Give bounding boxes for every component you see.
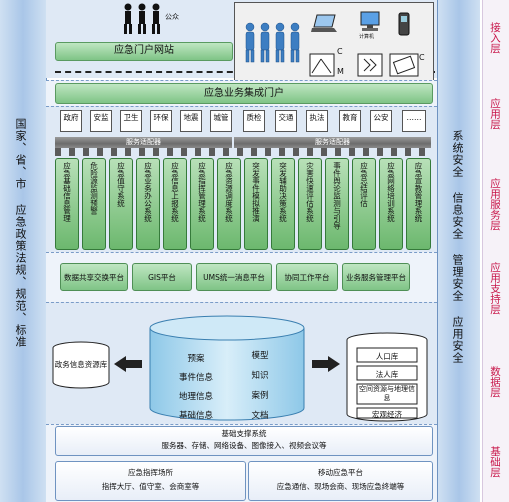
gov-resource-label: 政务信息资源库: [54, 360, 108, 369]
fax-device-icon: [309, 53, 335, 77]
separator-2: [46, 106, 437, 107]
db-event-info: 事件信息: [178, 373, 213, 383]
mobile-platform: 移动应急平台 应急通信、现场会商、现场应急终端等: [248, 461, 433, 501]
db-document: 文档: [251, 411, 269, 421]
access-devices-panel: 计算机 C M C: [234, 2, 434, 82]
service-basic-info: 应急基础信息管理: [55, 158, 79, 250]
service-adapter-right: 服务适配器: [234, 137, 431, 148]
data-store-stack-icon: [346, 332, 428, 422]
arrow-right-icon: [312, 356, 340, 372]
integration-portal: 应急业务集成门户: [55, 83, 433, 104]
separator-5: [46, 424, 437, 425]
public-label: 公众: [165, 13, 179, 21]
layer-column: 接入层 应用层 应用服务层 应用支持层 数据层 基础层: [482, 0, 509, 502]
layer-access: 接入层: [489, 22, 501, 54]
separator-4: [46, 302, 437, 303]
terminal-device-icon: [389, 53, 419, 77]
c2-label: C: [419, 53, 425, 62]
platform-ums: UMS统一消息平台: [196, 263, 272, 291]
system-education: 教育: [339, 110, 361, 132]
service-opinion: 事件舆论监测与引导: [325, 158, 349, 250]
emergency-portal-website: 应急门户网站: [55, 42, 233, 61]
staff-group-icon: [245, 22, 300, 63]
support-title: 基础支撑系统: [221, 429, 267, 438]
separator-1: [46, 80, 437, 81]
db-knowledge: 知识: [251, 371, 269, 381]
left-rail-policy: 国家、省、市 应急政策法规、规范、标准: [0, 0, 47, 502]
layer-app-support: 应用支持层: [489, 262, 501, 315]
db-right-list: 模型 知识 案例 文档: [240, 346, 280, 426]
system-earthquake: 地震: [180, 110, 202, 132]
c-label: C: [337, 47, 343, 56]
gov-resource-cylinder-icon: [52, 341, 110, 389]
store-spatial-geo: 空间资源与地理信息: [359, 385, 415, 402]
command-detail: 指挥大厅、值守室、会商室等: [101, 482, 200, 491]
service-resource-dispatch: 应急资源调度系统: [217, 158, 241, 250]
service-duty: 应急值守系统: [109, 158, 133, 250]
laptop-icon: [311, 14, 337, 32]
layer-application: 应用层: [489, 98, 501, 130]
db-left-list: 预案 事件信息 地理信息 基础信息: [168, 350, 224, 426]
db-plan: 预案: [187, 354, 205, 364]
service-report: 应急信息上报系统: [163, 158, 187, 250]
public-people-icon: [124, 3, 160, 34]
command-site: 应急指挥场所 指挥大厅、值守室、会商室等: [55, 461, 246, 501]
service-simulation: 突发事件模拟推演: [244, 158, 268, 250]
layer-infrastructure: 基础层: [489, 446, 501, 478]
layer-app-service: 应用服务层: [489, 178, 501, 231]
service-adapter-left: 服务适配器: [55, 137, 232, 148]
db-geo-info: 地理信息: [178, 392, 213, 402]
left-rail-label: 国家、省、市 应急政策法规、规范、标准: [14, 118, 27, 348]
system-traffic: 交通: [275, 110, 297, 132]
platform-gis: GIS平台: [132, 263, 192, 291]
service-command: 应急指挥管理系统: [190, 158, 214, 250]
mobile-detail: 应急通信、现场会商、现场应急终端等: [276, 482, 405, 491]
arrow-left-icon: [114, 356, 142, 372]
support-detail: 服务器、存储、网络设备、图像接入、视频会议等: [161, 441, 327, 450]
separator-3: [46, 252, 437, 253]
system-more: ……: [402, 110, 426, 132]
store-macro-economy: 宏观经济: [372, 410, 402, 419]
desktop-computer-icon: [360, 11, 380, 31]
right-rail-label: 系统安全 信息安全 管理安全 应用安全: [451, 130, 464, 364]
support-system: 基础支撑系统 服务器、存储、网络设备、图像接入、视频会议等: [55, 426, 433, 456]
mobile-title: 移动应急平台: [318, 468, 363, 477]
service-decision: 突发辅助决策系统: [271, 158, 295, 250]
computer-label: 计算机: [359, 34, 375, 40]
platform-collaboration: 协同工作平台: [276, 263, 338, 291]
system-safety: 安监: [90, 110, 112, 132]
service-training: 应急网络培训系统: [379, 158, 403, 250]
store-legal-person: 法人库: [375, 370, 399, 379]
system-environment: 环保: [150, 110, 172, 132]
service-education: 应急宣教管理系统: [406, 158, 431, 250]
services-row: 应急基础信息管理 危险源监测预警 应急值守系统 应急业务办公系统 应急信息上报系…: [55, 158, 431, 250]
system-government: 政府: [60, 110, 82, 132]
db-case: 案例: [251, 391, 269, 401]
system-urban: 城管: [210, 110, 232, 132]
forward-device-icon: [357, 53, 383, 77]
db-basic-info: 基础信息: [178, 411, 213, 421]
db-model: 模型: [251, 351, 269, 361]
service-office: 应急业务办公系统: [136, 158, 160, 250]
store-population: 人口库: [375, 352, 399, 361]
right-rail-security: 系统安全 信息安全 管理安全 应用安全: [437, 0, 480, 502]
system-quality: 质检: [243, 110, 265, 132]
systems-row: 政府 安监 卫生 环保 地震 城管 质检 交通 执法 教育 公安 ……: [60, 110, 426, 134]
m-label: M: [337, 67, 344, 76]
platform-service-management: 业务服务管理平台: [342, 263, 410, 291]
system-enforcement: 执法: [306, 110, 328, 132]
service-assessment: 灾害快速评估系统: [298, 158, 322, 250]
system-police: 公安: [370, 110, 392, 132]
service-hazard-warning: 危险源监测预警: [82, 158, 106, 250]
adapter-connectors: [55, 148, 431, 156]
system-health: 卫生: [120, 110, 142, 132]
platform-data-exchange: 数据共享交换平台: [60, 263, 128, 291]
service-summary: 应急总结评估: [352, 158, 376, 250]
layer-data: 数据层: [489, 366, 501, 398]
central-database-icon: [149, 315, 305, 421]
mobile-phone-icon: [398, 12, 410, 36]
command-title: 应急指挥场所: [128, 468, 173, 477]
